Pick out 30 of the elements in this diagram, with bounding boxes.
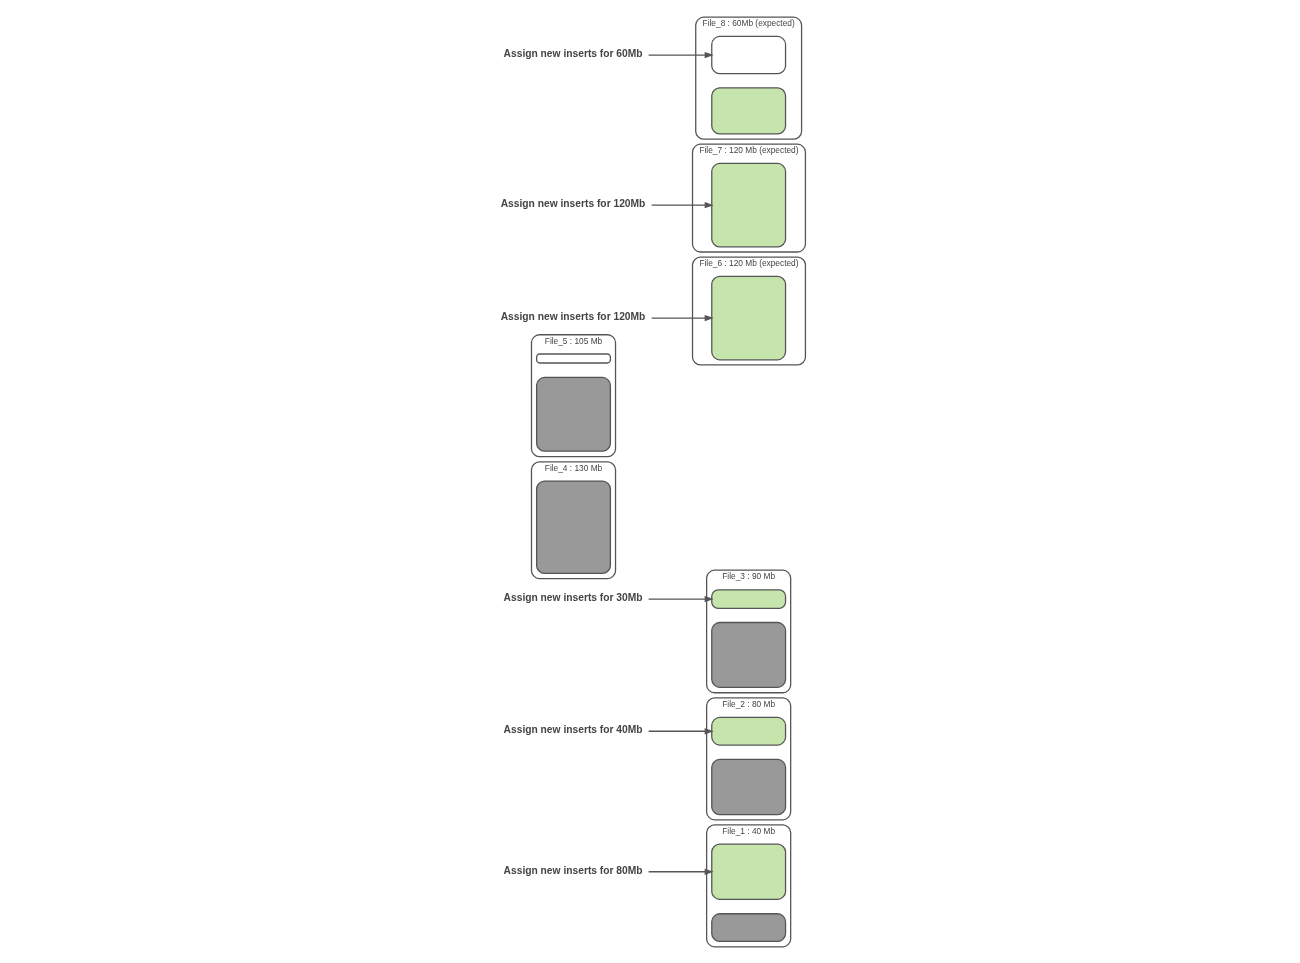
arrow [647, 868, 714, 875]
cluster: File_5 : 105 Mb [530, 333, 616, 457]
node-box [710, 162, 786, 247]
node-box [710, 843, 786, 900]
node-text: Assign new inserts for 80Mb [503, 864, 643, 876]
arrow [647, 51, 714, 58]
arrow [650, 201, 714, 208]
arrow [650, 314, 714, 321]
node-text: Assign new inserts for 30Mb [503, 591, 643, 603]
node-box [535, 376, 611, 452]
node-text: Assign new inserts for 60Mb [503, 47, 643, 59]
cluster: File_8 : 60Mb (expected) [694, 16, 802, 140]
node-box [710, 86, 786, 135]
cluster: File_6 : 120 Mb (expected) [691, 256, 806, 366]
cluster: File_4 : 130 Mb [530, 460, 616, 579]
node-text: Assign new inserts for 40Mb [503, 723, 643, 735]
arrow [647, 727, 714, 734]
node-text: Assign new inserts for 120Mb [500, 197, 645, 209]
node-box [710, 588, 786, 609]
node-box [535, 352, 611, 364]
cluster: File_7 : 120 Mb (expected) [691, 143, 806, 253]
node-box [710, 912, 786, 942]
node-text: Assign new inserts for 120Mb [500, 310, 645, 322]
node-box [710, 621, 786, 688]
node-box [710, 758, 786, 815]
node-box [710, 716, 786, 746]
node-box [710, 35, 786, 74]
node-box [710, 275, 786, 360]
node-box [535, 479, 611, 574]
arrow [647, 595, 714, 602]
